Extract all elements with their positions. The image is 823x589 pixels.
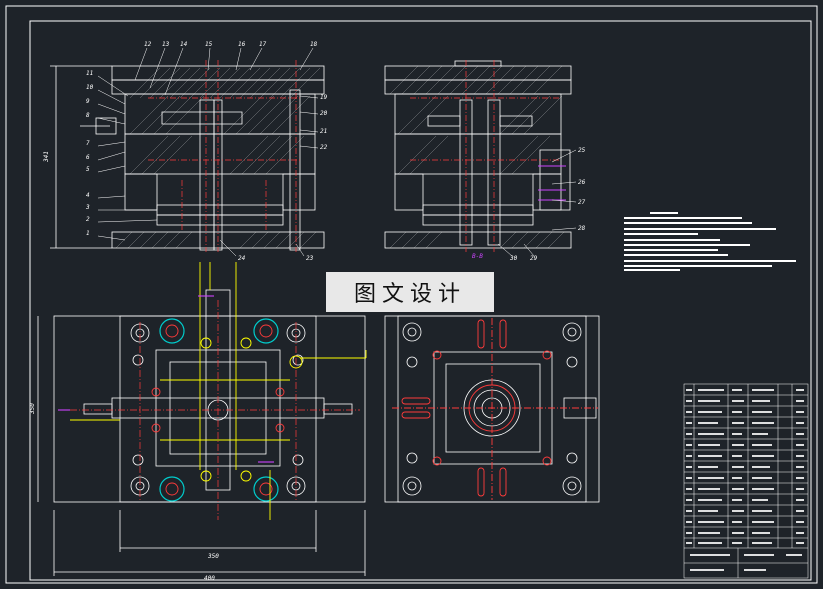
section-label: B-B [472, 253, 483, 260]
part-label-left-14: 4 [86, 192, 90, 199]
part-label-left-22: 24 [238, 255, 246, 262]
part-label-left-0: 12 [144, 41, 152, 48]
part-label-left-13: 5 [86, 166, 90, 173]
part-label-left-3: 15 [205, 41, 213, 48]
plan-view-left-centerlines [70, 300, 360, 520]
part-label-left-6: 18 [310, 41, 318, 48]
outer-border [5, 5, 818, 584]
leader-lines-left [97, 47, 319, 257]
dim-height-plan: 350 [29, 403, 36, 415]
part-label-left-12: 6 [86, 154, 90, 161]
dimension-labels: 341 350 400 350 B-B [29, 151, 483, 582]
section-view-left-hatch [115, 67, 321, 249]
parts-list-table [683, 383, 809, 579]
plan-view-left-cyan-holes [159, 318, 279, 502]
part-label-left-10: 8 [86, 112, 90, 119]
section-view-left-centerlines [148, 60, 300, 252]
part-label-right-2: 27 [578, 199, 586, 206]
plan-view-left-red-circles [151, 324, 285, 496]
part-label-left-4: 16 [238, 41, 246, 48]
section-view-right-centerlines [410, 60, 560, 252]
part-label-left-18: 19 [320, 94, 328, 101]
part-label-left-17: 1 [86, 230, 90, 237]
plan-view-left-highlight [58, 295, 274, 463]
watermark-label: 图文设计 [326, 272, 494, 312]
section-view-left-core [161, 89, 301, 251]
part-number-labels-right: 25 26 27 28 30 29 [509, 147, 586, 262]
tech-notes-block [624, 212, 796, 271]
dim-width-outer: 400 [204, 575, 215, 582]
part-label-left-15: 3 [85, 204, 90, 211]
parts-list-text [686, 389, 804, 571]
part-label-left-21: 22 [320, 144, 328, 151]
plan-view-right-red [392, 318, 598, 500]
leader-lines-right [497, 149, 577, 257]
section-view-right-hatch [389, 65, 565, 249]
part-label-left-11: 7 [86, 140, 90, 147]
dim-height-left: 341 [43, 151, 50, 163]
part-label-right-4: 30 [509, 255, 518, 262]
part-label-right-3: 28 [578, 225, 586, 232]
part-label-left-1: 13 [162, 41, 170, 48]
plan-view-left [37, 289, 366, 576]
section-view-right-core [427, 99, 533, 246]
dim-width-inner: 350 [207, 553, 219, 560]
part-label-right-0: 25 [578, 147, 586, 154]
part-label-left-7: 11 [86, 70, 93, 77]
part-label-right-5: 29 [530, 255, 538, 262]
part-label-left-9: 9 [86, 98, 90, 105]
part-label-left-19: 20 [320, 110, 328, 117]
part-label-left-20: 21 [320, 128, 327, 135]
part-label-left-5: 17 [259, 41, 267, 48]
part-label-left-2: 14 [180, 41, 188, 48]
part-label-left-8: 10 [86, 84, 94, 91]
part-label-left-23: 23 [306, 255, 314, 262]
part-label-left-16: 2 [86, 216, 90, 223]
part-label-right-1: 26 [578, 179, 586, 186]
inner-border [29, 20, 812, 581]
section-view-right [384, 60, 572, 249]
